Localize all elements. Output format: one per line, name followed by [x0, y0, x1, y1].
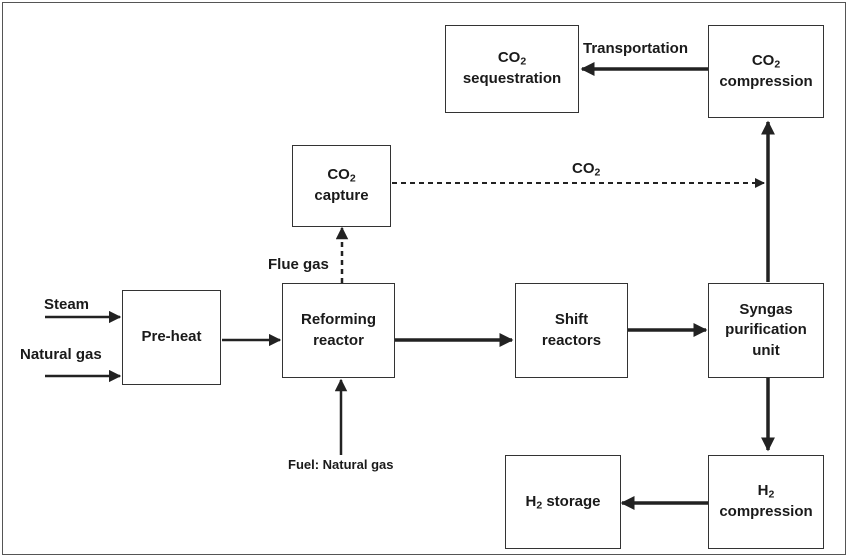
shift-reactors-line1: Shift	[554, 311, 589, 329]
co2-capture-box: CO2 capture	[292, 145, 391, 227]
h2-compression-line1: H2	[757, 482, 775, 502]
h2-compression-box: H2 compression	[708, 455, 824, 549]
fuel-label: Fuel: Natural gas	[288, 457, 394, 472]
pre-heat-box: Pre-heat	[122, 290, 221, 385]
h2-compression-line2: compression	[719, 503, 813, 521]
syngas-purification-line3: unit	[752, 341, 780, 359]
shift-reactors-line2: reactors	[541, 331, 602, 349]
syngas-purification-line2: purification	[725, 321, 807, 339]
syngas-purification-line1: Syngas	[739, 301, 793, 319]
h2-storage-box: H2 storage	[505, 455, 621, 549]
pre-heat-label: Pre-heat	[141, 328, 202, 346]
reforming-reactor-line1: Reforming	[301, 311, 376, 329]
natural-gas-label: Natural gas	[20, 346, 102, 363]
syngas-purification-box: Syngas purification unit	[708, 283, 824, 378]
co2-compression-box: CO2 compression	[708, 25, 824, 118]
co2-compression-line2: compression	[719, 72, 813, 90]
steam-label: Steam	[44, 296, 90, 313]
transportation-label: Transportation	[583, 40, 689, 57]
co2-sequestration-line2: sequestration	[462, 70, 562, 88]
shift-reactors-box: Shift reactors	[515, 283, 628, 378]
flue-gas-label: Flue gas	[268, 256, 329, 273]
h2-storage-label: H2 storage	[525, 492, 601, 512]
co2-flow-label: CO2	[572, 160, 601, 179]
co2-sequestration-line1: CO2	[497, 49, 527, 69]
co2-capture-line2: capture	[314, 187, 369, 205]
co2-sequestration-box: CO2 sequestration	[445, 25, 579, 113]
co2-compression-line1: CO2	[751, 51, 781, 71]
reforming-reactor-box: Reforming reactor	[282, 283, 395, 378]
reforming-reactor-line2: reactor	[313, 331, 364, 349]
co2-capture-line1: CO2	[327, 166, 356, 186]
